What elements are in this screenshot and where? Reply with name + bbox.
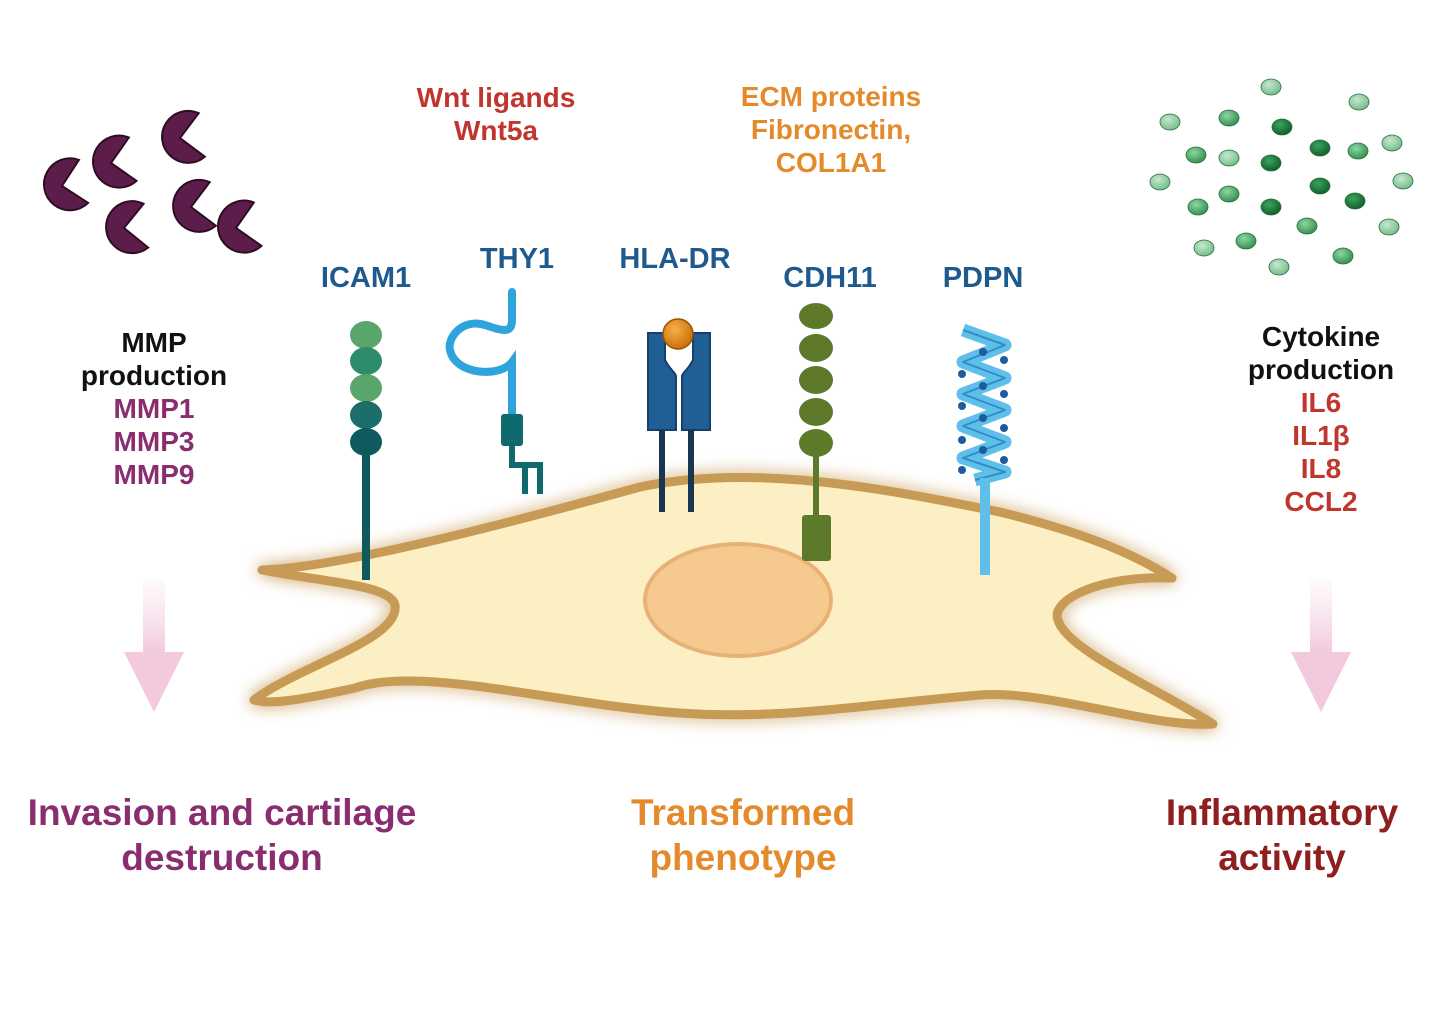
icam1-label: ICAM1 xyxy=(320,262,412,294)
cytokine-item: IL6 xyxy=(1300,387,1342,419)
invasion-outcome-label: Invasion and cartilage destruction xyxy=(28,790,417,880)
outcome-line: Transformed xyxy=(630,792,856,833)
pdpn-label: PDPN xyxy=(942,262,1024,294)
mmp-enzymes-icon xyxy=(42,109,264,255)
mmp-item: MMP9 xyxy=(113,459,195,491)
cytokine-dots-icon xyxy=(1149,78,1414,276)
mmp-item: MMP1 xyxy=(113,393,195,425)
cdh11-label: CDH11 xyxy=(783,262,877,294)
ecm-label: ECM proteins Fibronectin, COL1A1 xyxy=(741,80,921,179)
inflammatory-outcome-label: Inflammatory activity xyxy=(1166,790,1398,880)
outcome-line: destruction xyxy=(121,837,323,879)
pdpn-receptor-icon xyxy=(956,323,1012,575)
icam1-receptor-icon xyxy=(350,321,382,580)
left-down-arrow-icon xyxy=(124,580,184,712)
outcome-line: Inflammatory xyxy=(1165,792,1399,833)
wnt-label: Wnt ligands Wnt5a xyxy=(417,81,576,147)
ecm-item: COL1A1 xyxy=(775,147,887,179)
mmp-production-block: MMP production MMP1 MMP3 MMP9 xyxy=(81,326,227,491)
wnt-title: Wnt ligands xyxy=(416,82,576,113)
cytokine-item: IL8 xyxy=(1300,453,1342,485)
outcome-line: Invasion and cartilage xyxy=(27,792,417,833)
cytokine-item: IL1β xyxy=(1292,420,1350,452)
mmp-heading: production xyxy=(80,360,228,392)
cytokine-production-block: Cytokine production IL6 IL1β IL8 CCL2 xyxy=(1248,320,1394,518)
cytokine-heading: Cytokine xyxy=(1261,321,1381,352)
thy1-receptor-icon xyxy=(445,288,543,494)
cytokine-heading: production xyxy=(1247,354,1395,386)
hladr-receptor-icon xyxy=(647,318,711,512)
thy1-label: THY1 xyxy=(479,243,555,275)
mmp-item: MMP3 xyxy=(113,426,195,458)
hladr-label: HLA-DR xyxy=(619,243,731,275)
ecm-title: ECM proteins xyxy=(740,81,922,112)
mmp-heading: MMP xyxy=(121,327,187,358)
ecm-item: Fibronectin, xyxy=(750,114,912,146)
cytokine-item: CCL2 xyxy=(1284,486,1358,518)
outcome-line: phenotype xyxy=(649,837,837,879)
transformed-outcome-label: Transformed phenotype xyxy=(631,790,855,880)
outcome-line: activity xyxy=(1218,837,1346,879)
right-down-arrow-icon xyxy=(1291,580,1351,712)
wnt-item: Wnt5a xyxy=(454,115,538,147)
cdh11-receptor-icon xyxy=(799,303,833,561)
nucleus xyxy=(643,542,833,658)
